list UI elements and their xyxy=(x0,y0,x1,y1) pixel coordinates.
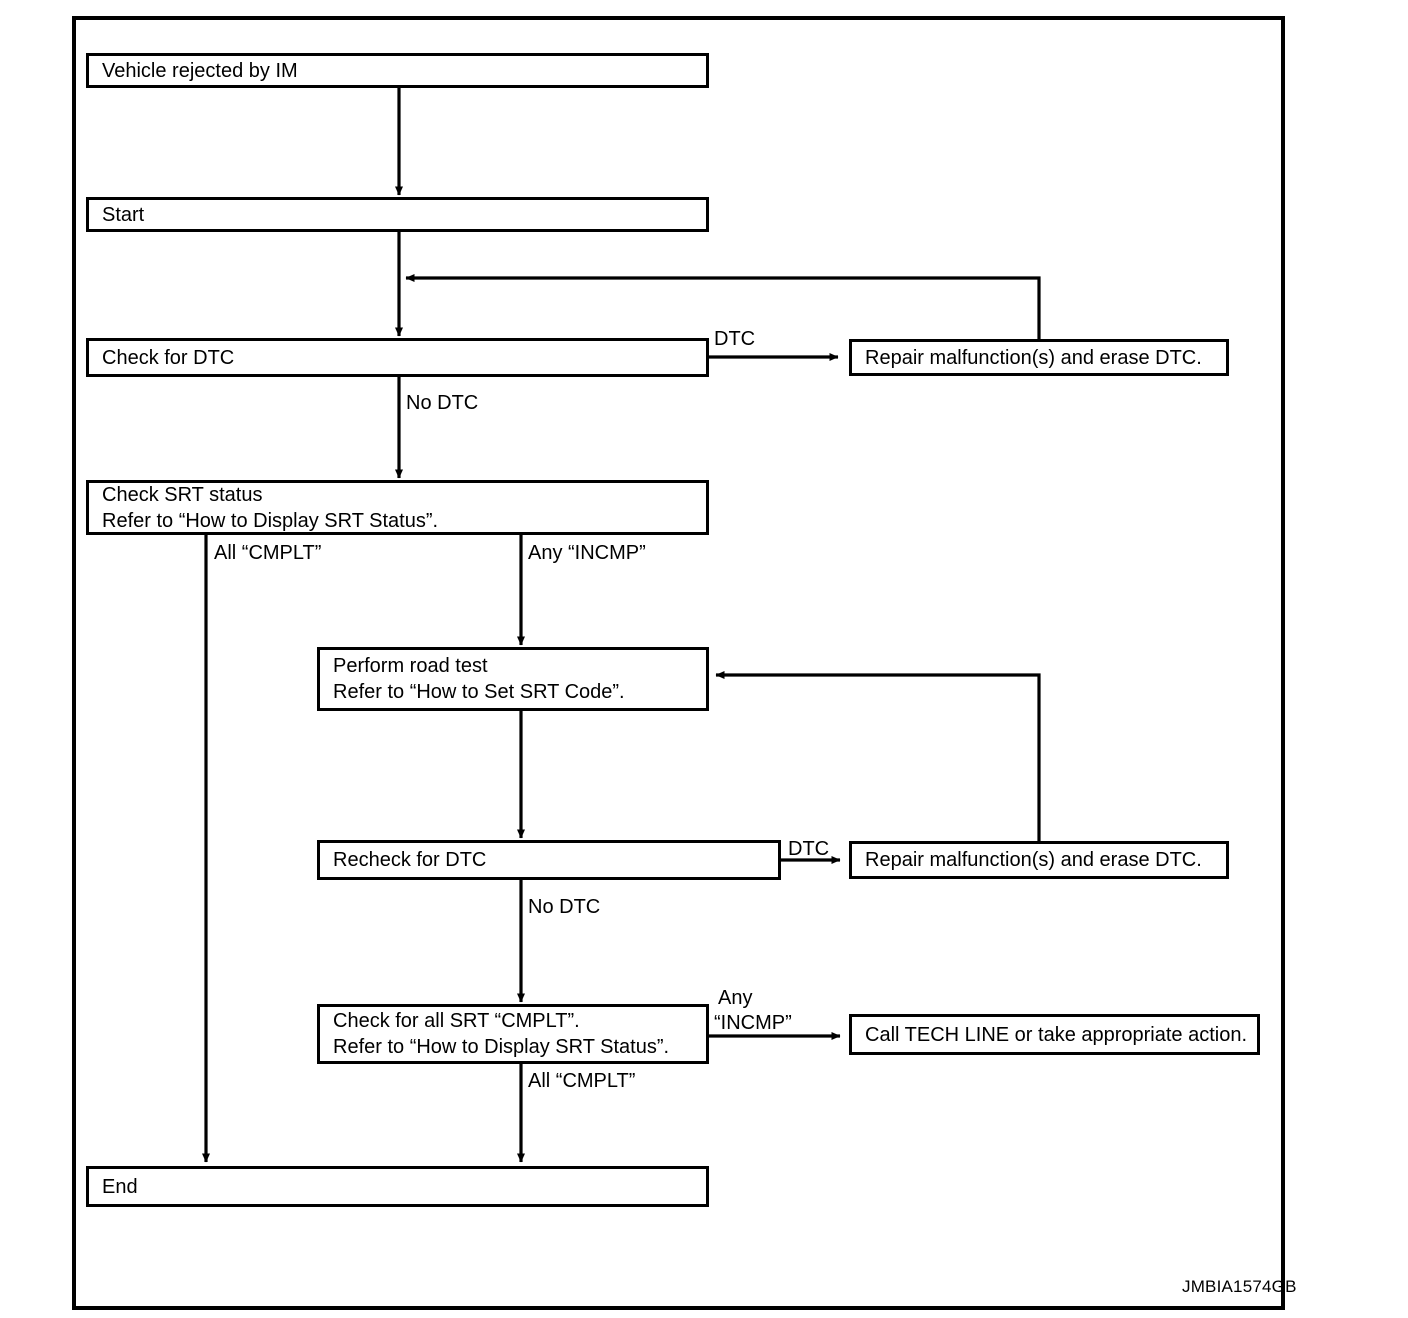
node-start-label: Start xyxy=(102,203,145,226)
figure-code-caption: JMBIA1574GB xyxy=(1182,1277,1297,1296)
node-call-tech-line: Call TECH LINE or take appropriate actio… xyxy=(849,1014,1260,1055)
edge-label-all-cmplt-2: All “CMPLT” xyxy=(528,1070,636,1092)
node-perform-road-test-line1: Perform road test xyxy=(333,655,488,677)
node-check-all-srt-cmplt-line1: Check for all SRT “CMPLT”. xyxy=(333,1010,580,1032)
node-perform-road-test-line2: Refer to “How to Set SRT Code”. xyxy=(333,681,625,703)
node-check-for-dtc-label: Check for DTC xyxy=(102,346,235,369)
node-check-all-srt-cmplt-line2: Refer to “How to Display SRT Status”. xyxy=(333,1036,670,1058)
diagram-frame xyxy=(72,16,1285,1310)
edge-label-all-cmplt-1: All “CMPLT” xyxy=(214,542,322,564)
node-perform-road-test: Perform road test Refer to “How to Set S… xyxy=(317,647,709,711)
edge-label-no-dtc-1: No DTC xyxy=(406,392,479,414)
node-start: Start xyxy=(86,197,709,232)
node-repair-erase-dtc-1-label: Repair malfunction(s) and erase DTC. xyxy=(865,346,1202,369)
edge-label-no-dtc-2: No DTC xyxy=(528,896,601,918)
node-vehicle-rejected: Vehicle rejected by IM xyxy=(86,53,709,88)
node-recheck-for-dtc-label: Recheck for DTC xyxy=(333,849,487,871)
node-recheck-for-dtc: Recheck for DTC xyxy=(317,840,781,880)
edge-label-dtc-1: DTC xyxy=(714,328,756,350)
node-repair-erase-dtc-2-label: Repair malfunction(s) and erase DTC. xyxy=(865,849,1202,871)
node-check-srt-status-line2: Refer to “How to Display SRT Status”. xyxy=(102,509,439,532)
node-check-all-srt-cmplt: Check for all SRT “CMPLT”. Refer to “How… xyxy=(317,1004,709,1064)
edge-label-any-incmp-1: Any “INCMP” xyxy=(528,542,646,564)
node-repair-erase-dtc-2: Repair malfunction(s) and erase DTC. xyxy=(849,841,1229,879)
node-end: End xyxy=(86,1166,709,1207)
edge-label-dtc-2: DTC xyxy=(788,838,830,860)
node-vehicle-rejected-label: Vehicle rejected by IM xyxy=(102,59,298,82)
node-end-label: End xyxy=(102,1175,138,1198)
edge-label-any-incmp-2-line2: “INCMP” xyxy=(714,1012,792,1034)
node-check-srt-status-line1: Check SRT status xyxy=(102,483,263,506)
node-repair-erase-dtc-1: Repair malfunction(s) and erase DTC. xyxy=(849,339,1229,376)
edge-label-any-incmp-2-line1: Any xyxy=(718,987,753,1009)
node-check-for-dtc: Check for DTC xyxy=(86,338,709,377)
node-check-srt-status: Check SRT status Refer to “How to Displa… xyxy=(86,480,709,535)
node-call-tech-line-label: Call TECH LINE or take appropriate actio… xyxy=(865,1023,1248,1046)
